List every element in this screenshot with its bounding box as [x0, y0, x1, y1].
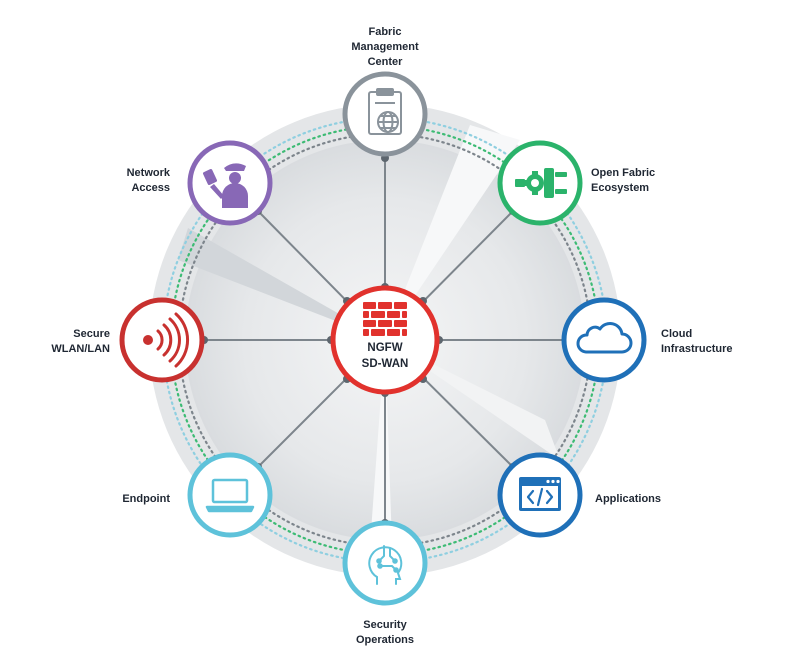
- clipboard-globe-icon: [368, 88, 402, 135]
- laptop-icon: [205, 478, 255, 513]
- center-label-line2: SD-WAN: [361, 358, 409, 370]
- label-endpoint: Endpoint: [122, 493, 170, 505]
- node-security-operations: [342, 520, 428, 606]
- label-security-operations: Security Operations: [355, 619, 415, 646]
- label-fabric-management-center: Fabric Management Center: [351, 26, 419, 68]
- label-network-access: Network Access: [126, 167, 170, 194]
- label-applications: Applications: [595, 493, 662, 505]
- node-fabric-management-center: [342, 71, 428, 157]
- light-wedge: [385, 125, 520, 340]
- node-endpoint: [187, 452, 273, 538]
- light-wedge: [178, 228, 385, 340]
- brain-circuit-icon: [368, 545, 403, 585]
- plug-gear-icon: [515, 168, 567, 198]
- node-network-access: [187, 140, 273, 226]
- center-label-line1: NGFW: [367, 342, 403, 354]
- label-cloud-infrastructure: Cloud Infrastructure: [661, 328, 733, 355]
- node-secure-wlan-lan: [119, 297, 205, 383]
- node-applications: [497, 452, 583, 538]
- brick-firewall-icon: [363, 302, 407, 336]
- wireless-signal-icon: [143, 312, 190, 368]
- node-cloud-infrastructure: [561, 297, 647, 383]
- code-window-icon: [519, 477, 561, 511]
- center-label: NGFW SD-WAN: [335, 340, 435, 372]
- label-secure-wlan-lan: Secure WLAN/LAN: [51, 328, 110, 355]
- label-open-fabric-ecosystem: Open Fabric Ecosystem: [591, 167, 656, 194]
- center-node: [330, 285, 440, 395]
- cloud-icon: [576, 322, 633, 354]
- node-open-fabric-ecosystem: [497, 140, 583, 226]
- guard-icon: [203, 163, 248, 208]
